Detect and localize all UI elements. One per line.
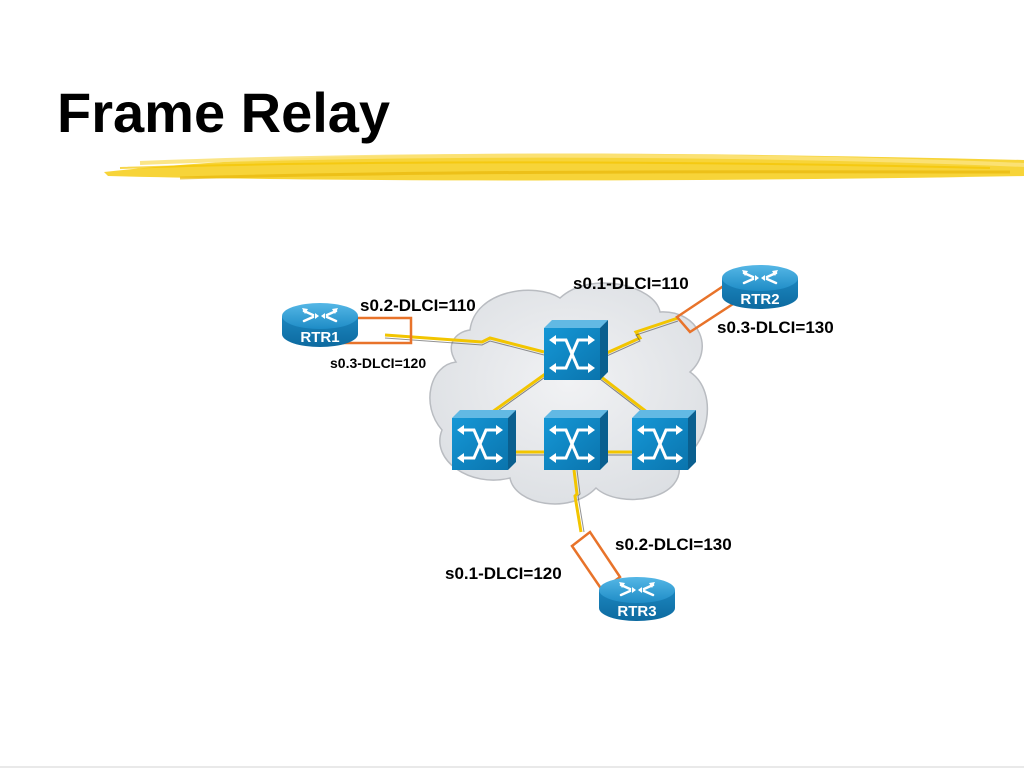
trunk-links bbox=[487, 370, 653, 454]
label-rtr2-s01: s0.1-DLCI=110 bbox=[573, 274, 689, 293]
label-rtr2-s03: s0.3-DLCI=130 bbox=[717, 318, 834, 337]
router-rtr1: RTR1 bbox=[280, 301, 360, 349]
router-rtr2: RTR2 bbox=[720, 263, 800, 311]
label-rtr1-s02: s0.2-DLCI=110 bbox=[360, 296, 476, 315]
footer-divider bbox=[0, 766, 1024, 768]
frame-relay-switch-icon bbox=[450, 408, 518, 472]
router-label-rtr2: RTR2 bbox=[740, 291, 779, 308]
label-rtr1-s03: s0.3-DLCI=120 bbox=[330, 355, 426, 371]
label-rtr3-s02: s0.2-DLCI=130 bbox=[615, 535, 732, 554]
router-label-rtr3: RTR3 bbox=[617, 603, 656, 620]
frame-relay-switch-icon bbox=[542, 318, 610, 382]
frame-relay-cloud bbox=[429, 282, 709, 505]
frame-relay-switch-icon bbox=[630, 408, 698, 472]
highlighter-stroke bbox=[104, 153, 1024, 181]
access-links bbox=[384, 316, 679, 533]
label-rtr3-s01: s0.1-DLCI=120 bbox=[445, 564, 562, 583]
router-rtr3: RTR3 bbox=[597, 575, 677, 623]
router-label-rtr1: RTR1 bbox=[300, 329, 339, 346]
slide-title: Frame Relay bbox=[57, 81, 391, 144]
frame-relay-switch-icon bbox=[542, 408, 610, 472]
